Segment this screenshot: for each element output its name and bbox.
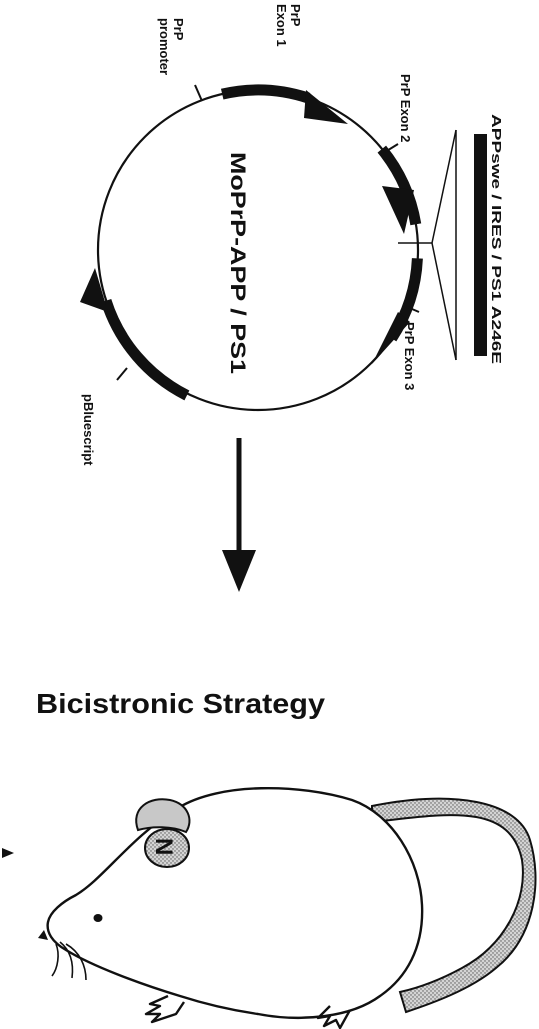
exon1-arrowhead [304, 90, 348, 124]
insert-bracket-bottom [431, 242, 457, 361]
pbluescript-tick [116, 367, 128, 381]
insert-label: APPswe / IRES / PS1 A246E [489, 114, 504, 364]
exon2-arrowhead [382, 186, 414, 234]
exon1-label-line2: Exon 1 [274, 4, 289, 47]
down-arrow-icon [222, 438, 256, 592]
exon2-label: PrP Exon 2 [398, 74, 413, 142]
mouse-body [46, 787, 424, 1019]
mouse-eye [93, 914, 103, 922]
promoter-tick [194, 84, 203, 102]
pbluescript-segment [100, 298, 190, 401]
pointer-marker [2, 848, 14, 858]
mouse-tail [371, 797, 537, 1014]
mouse-nose [38, 930, 48, 940]
exon3-label: PrP Exon 3 [402, 322, 417, 390]
mouse-ear [135, 798, 191, 834]
mouse-badge-text: N [150, 838, 177, 855]
mouse-front-paw [144, 994, 185, 1024]
pbluescript-arrowhead [80, 268, 108, 312]
exon3-tick [404, 305, 420, 313]
insert-bracket-top [431, 129, 457, 244]
strategy-title: Bicistronic Strategy [36, 688, 325, 719]
pbluescript-label: pBluescript [81, 394, 96, 466]
mouse-badge [144, 828, 190, 868]
promoter-label-line1: PrP [171, 18, 186, 41]
plasmid-name: MoPrP-APP / PS1 [226, 152, 249, 374]
mouse-hind-paw [316, 1005, 352, 1029]
exon3-arrowhead [372, 312, 410, 364]
exon1-label-line1: PrP [288, 4, 303, 27]
exon2-segment [377, 145, 422, 226]
exon1-segment [220, 84, 311, 104]
promoter-label-line2: promoter [157, 18, 172, 75]
exon2-tick [384, 143, 399, 153]
mouse-illustration: N [38, 787, 537, 1029]
mouse-whiskers [51, 941, 87, 981]
plasmid-map: MoPrP-APP / PS1 PrP Exon 1 PrP promoter … [80, 4, 504, 466]
insert-cassette-bar [474, 134, 487, 356]
